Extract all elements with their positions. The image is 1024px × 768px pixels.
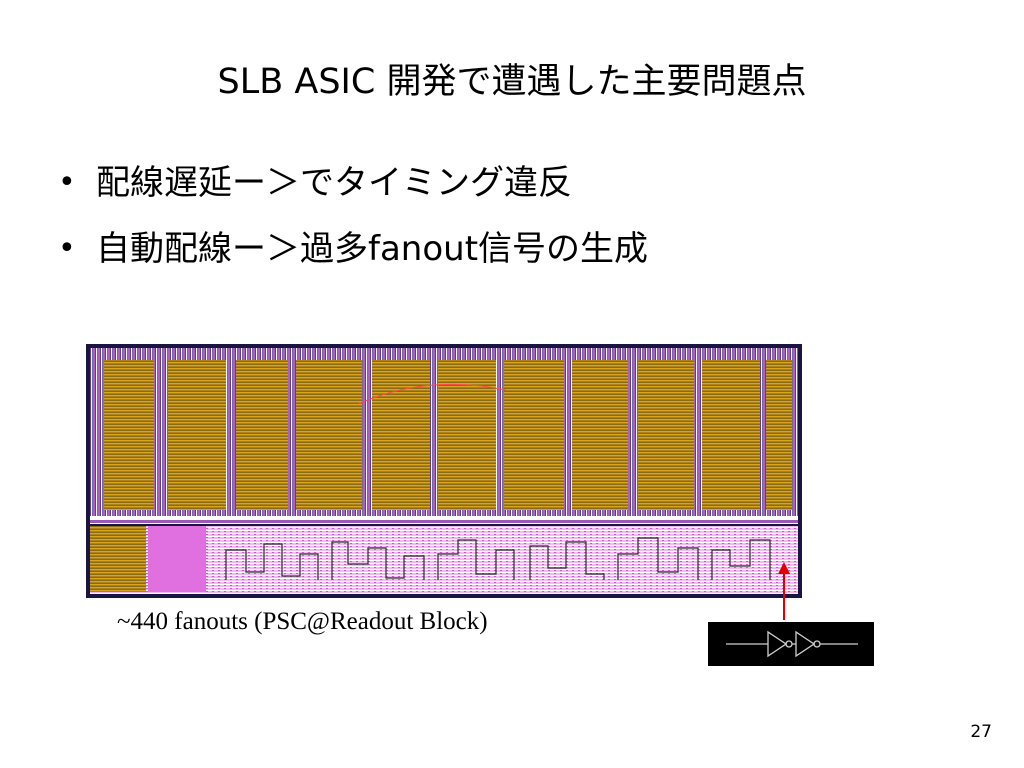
bullet-list: • 配線遅延ー＞でタイミング違反 • 自動配線ー＞過多fanout信号の生成 (58, 150, 998, 282)
bullet-text: 配線遅延ー＞でタイミング違反 (96, 163, 572, 203)
asic-layout-image (86, 344, 802, 598)
slide-title: SLB ASIC 開発で遭遇した主要問題点 (217, 62, 807, 102)
page-number: 27 (970, 722, 992, 742)
red-arrow-icon (778, 562, 790, 620)
fanout-caption: ~440 fanouts (PSC@Readout Block) (117, 608, 488, 635)
buffer-chain-diagram (708, 622, 874, 666)
bullet-item-fanout: • 自動配線ー＞過多fanout信号の生成 (58, 216, 998, 282)
bullet-text: 自動配線ー＞過多fanout信号の生成 (96, 229, 649, 269)
bullet-marker: • (58, 165, 76, 200)
buffer-chain-icon (726, 630, 858, 658)
bullet-item-timing: • 配線遅延ー＞でタイミング違反 (58, 150, 998, 216)
bullet-marker: • (58, 231, 76, 266)
